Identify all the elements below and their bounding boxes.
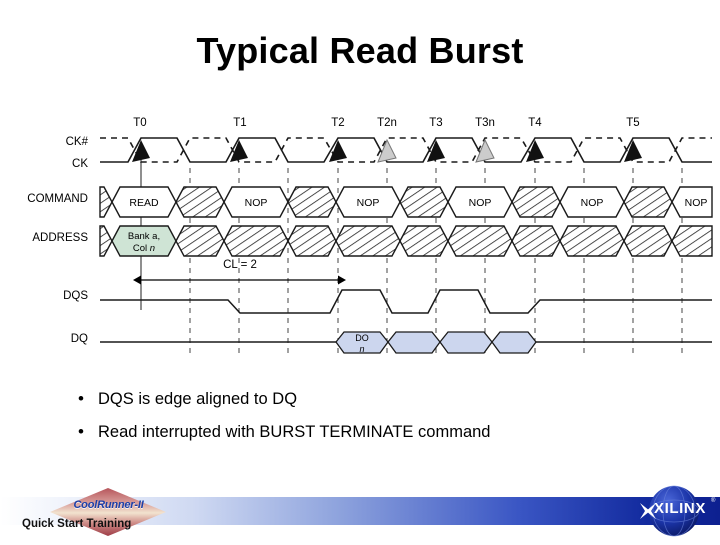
row-label-dq: DQ [71, 333, 88, 345]
bullet-marker: • [78, 389, 84, 408]
clock-tick-T4: T4 [528, 117, 542, 129]
row-label-command: COMMAND [27, 193, 88, 205]
address-row: Bank a, Col n [99, 225, 713, 257]
clock-tick-T0: T0 [133, 117, 146, 129]
clock-tick-T5: T5 [626, 117, 639, 129]
bullet-text: Read interrupted with BURST TERMINATE co… [98, 423, 491, 441]
list-item: • Read interrupted with BURST TERMINATE … [78, 423, 678, 442]
clock-tick-T3: T3 [429, 117, 442, 129]
clock-tick-T2n: T2n [377, 117, 397, 129]
footer-right-branding: XILINX ® [628, 483, 720, 540]
registered-trademark-mark: ® [711, 498, 716, 504]
row-label-address: ADDRESS [32, 232, 88, 244]
row-label-ck-bar: CK# [66, 136, 89, 148]
command-label-nop-1: NOP [245, 197, 268, 209]
row-label-ck: CK [72, 158, 88, 170]
waveform-ck-bar [100, 137, 712, 163]
address-label-line1: Bank a, [128, 231, 160, 242]
command-label-nop-3: NOP [469, 197, 492, 209]
command-label-read: READ [129, 197, 159, 209]
command-label-nop-5: NOP [685, 197, 708, 209]
clock-tick-T2: T2 [331, 117, 344, 129]
footer-left-branding: CoolRunner-II Quick Start Training [18, 487, 248, 540]
clock-tick-labels: T0 T1 T2 T2n T3 T3n T4 T5 [133, 117, 639, 129]
page-title: Typical Read Burst [196, 30, 524, 71]
bullet-list: • DQS is edge aligned to DQ • Read inter… [78, 390, 678, 456]
command-label-nop-2: NOP [357, 197, 380, 209]
waveform-dq: DO n [100, 331, 712, 354]
xilinx-globe-icon [640, 485, 700, 537]
dq-cell-2 [387, 331, 441, 354]
clock-tick-T1: T1 [233, 117, 246, 129]
waveform-dqs [100, 289, 712, 314]
dq-cell-4 [491, 331, 537, 354]
dq-label-line2: n [359, 344, 364, 354]
address-label-line2: Col n [133, 243, 155, 254]
cl-annotation: CL = 2 [133, 259, 346, 285]
cl-annotation-label: CL = 2 [223, 259, 257, 271]
dq-cell-3 [439, 331, 493, 354]
quick-start-training-label: Quick Start Training [22, 518, 132, 530]
bullet-text: DQS is edge aligned to DQ [98, 390, 298, 408]
command-label-nop-4: NOP [581, 197, 604, 209]
bullet-marker: • [78, 422, 84, 441]
coolrunner-diamond-logo [50, 488, 166, 536]
coolrunner-wordmark: CoolRunner-II [73, 499, 144, 511]
xilinx-wordmark: XILINX [654, 500, 706, 517]
dq-label-line1: DO [355, 333, 369, 343]
clock-edge-markers [132, 138, 642, 163]
row-labels: CK# CK COMMAND ADDRESS DQS DQ [27, 136, 88, 345]
command-cell-nop-5 [671, 186, 713, 218]
row-label-dqs: DQS [63, 290, 88, 302]
list-item: • DQS is edge aligned to DQ [78, 390, 678, 409]
command-row: READ NOP NOP NOP NOP NOP [99, 186, 713, 218]
waveform-ck [100, 137, 712, 163]
clock-tick-T3n: T3n [475, 117, 495, 129]
timing-diagram: T0 T1 T2 T2n T3 T3n T4 T5 CK# CK COMMAND… [0, 110, 720, 360]
